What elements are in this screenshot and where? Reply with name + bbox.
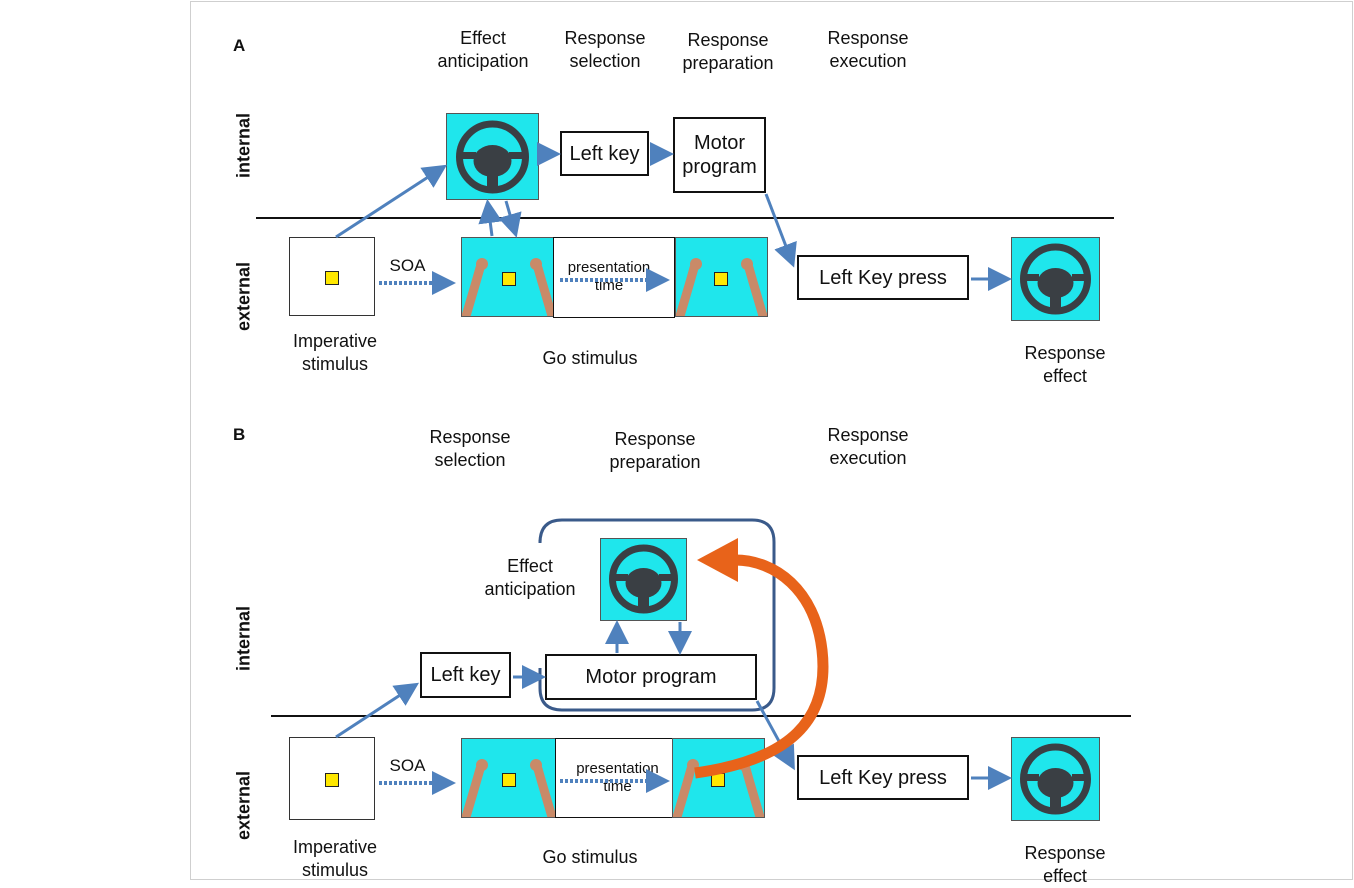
steering-wheel-icon	[1020, 743, 1091, 815]
steering-wheel-icon	[1020, 243, 1091, 315]
yellow-square-icon	[502, 272, 516, 286]
yellow-square-icon	[502, 773, 516, 787]
panel-b-label: B	[233, 425, 246, 444]
imperative-stimulus-box-b	[289, 737, 375, 820]
internal-external-divider-a	[256, 217, 1114, 219]
orange-feedback-arrowhead-b	[697, 538, 738, 582]
raised-arms-icon	[461, 258, 557, 321]
effect-anticipation-image-b	[600, 538, 687, 621]
arrow-motor-to-keypress-a	[764, 193, 797, 268]
response-effect-image-a	[1011, 237, 1100, 321]
response-effect-image-b	[1011, 737, 1100, 821]
imperative-stimulus-box-a	[289, 237, 375, 316]
panel-a-label: A	[233, 36, 246, 55]
figure-frame	[190, 1, 1353, 880]
go-stimulus-image-2-a	[675, 237, 768, 321]
steering-wheel-icon	[609, 544, 678, 614]
effect-anticipation-image-a	[446, 113, 539, 200]
yellow-square-icon	[325, 773, 339, 787]
internal-external-divider-b	[271, 715, 1131, 717]
left-key-box-a: Left key	[560, 131, 649, 176]
go-stimulus-label-a: Go stimulus	[542, 348, 638, 368]
orange-feedback-arrow-b	[694, 554, 829, 779]
left-key-press-box-a: Left Key press	[797, 255, 969, 300]
soa-label-a: SOA	[389, 256, 426, 275]
left-key-box-b: Left key	[420, 652, 511, 698]
motor-program-box-b: Motor program	[545, 654, 757, 700]
raised-arms-icon	[675, 258, 768, 321]
left-key-press-box-b: Left Key press	[797, 755, 969, 800]
arrow-stimulus-to-anticipation-a	[335, 164, 448, 239]
yellow-square-icon	[714, 272, 728, 286]
arrow-anticipation-down-a	[498, 200, 522, 238]
raised-arms-icon	[461, 759, 557, 822]
go-stimulus-image-1-a	[461, 237, 557, 321]
arrow-stimulus-to-leftkey-b	[335, 682, 420, 739]
soa-label-b: SOA	[389, 756, 426, 775]
steering-wheel-icon	[456, 120, 529, 194]
arrow-go-up-a	[478, 199, 503, 237]
arrow-motor-to-keypress-b	[755, 700, 795, 771]
yellow-square-icon	[325, 271, 339, 285]
go-stimulus-label-b: Go stimulus	[542, 847, 638, 867]
